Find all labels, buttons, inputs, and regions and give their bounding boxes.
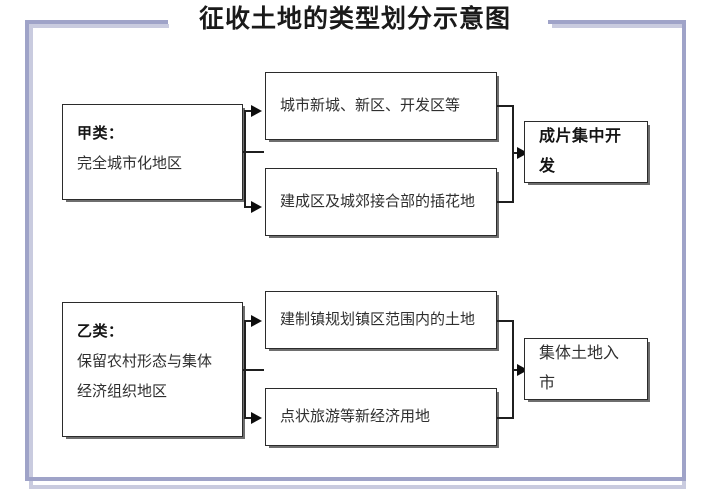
frame-top-right-shadow bbox=[552, 24, 686, 28]
frame-right-segment bbox=[682, 20, 686, 481]
arrow-yi-to-branch-2 bbox=[251, 412, 262, 424]
branch-box-jia-2[interactable]: 建成区及城郊接合部的插花地 bbox=[265, 168, 497, 236]
connector-jia-merge-spine bbox=[512, 105, 514, 202]
connector-jia-merge-top bbox=[497, 105, 514, 107]
frame-bottom-shadow bbox=[29, 485, 686, 489]
arrow-jia-to-branch-2 bbox=[251, 201, 262, 213]
connector-jia-stem bbox=[243, 151, 264, 153]
outcome-box-yi[interactable]: 集体土地入市 bbox=[524, 338, 648, 400]
frame-top-right-segment bbox=[548, 20, 686, 24]
connector-yi-merge-bottom bbox=[497, 417, 514, 419]
frame-top-left-segment bbox=[25, 20, 168, 24]
source-box-jia[interactable]: 甲类： 完全城市化地区 bbox=[62, 104, 243, 200]
branch-box-yi-2[interactable]: 点状旅游等新经济用地 bbox=[265, 388, 497, 446]
connector-yi-merge-top bbox=[497, 320, 514, 322]
branch-box-jia-1[interactable]: 城市新城、新区、开发区等 bbox=[265, 72, 497, 140]
frame-left-segment bbox=[25, 20, 29, 481]
outcome-label-yi: 集体土地入市 bbox=[539, 345, 620, 392]
frame-bottom-segment bbox=[25, 477, 686, 481]
outcome-box-jia[interactable]: 成片集中开发 bbox=[524, 121, 648, 183]
connector-jia-merge-bottom bbox=[497, 201, 514, 203]
arrow-jia-to-branch-1 bbox=[251, 105, 262, 117]
branch-label-jia-1: 城市新城、新区、开发区等 bbox=[280, 98, 461, 114]
source-description-yi-line-1: 保留农村形态与集体 bbox=[77, 354, 213, 370]
source-heading-jia: 甲类： bbox=[77, 126, 124, 142]
connector-yi-stem bbox=[243, 369, 264, 371]
source-heading-yi: 乙类： bbox=[77, 324, 124, 340]
arrow-yi-to-outcome bbox=[517, 364, 528, 376]
frame-left-shadow bbox=[29, 24, 33, 489]
source-description-jia-line-1: 完全城市化地区 bbox=[77, 156, 183, 172]
arrow-jia-to-outcome bbox=[517, 147, 528, 159]
frame-top-left-shadow bbox=[29, 24, 169, 28]
branch-box-yi-1[interactable]: 建制镇规划镇区范围内的土地 bbox=[265, 291, 497, 349]
source-box-yi[interactable]: 乙类： 保留农村形态与集体 经济组织地区 bbox=[62, 302, 243, 437]
connector-yi-spine bbox=[244, 320, 246, 418]
page-title: 征收土地的类型划分示意图 bbox=[198, 6, 511, 33]
outcome-label-jia: 成片集中开发 bbox=[539, 128, 622, 175]
connector-jia-spine bbox=[244, 110, 246, 207]
branch-label-yi-1: 建制镇规划镇区范围内的土地 bbox=[280, 312, 476, 328]
branch-label-yi-2: 点状旅游等新经济用地 bbox=[280, 409, 431, 425]
branch-label-jia-2: 建成区及城郊接合部的插花地 bbox=[280, 194, 476, 210]
source-description-yi-line-2: 经济组织地区 bbox=[77, 384, 168, 400]
arrow-yi-to-branch-1 bbox=[251, 315, 262, 327]
